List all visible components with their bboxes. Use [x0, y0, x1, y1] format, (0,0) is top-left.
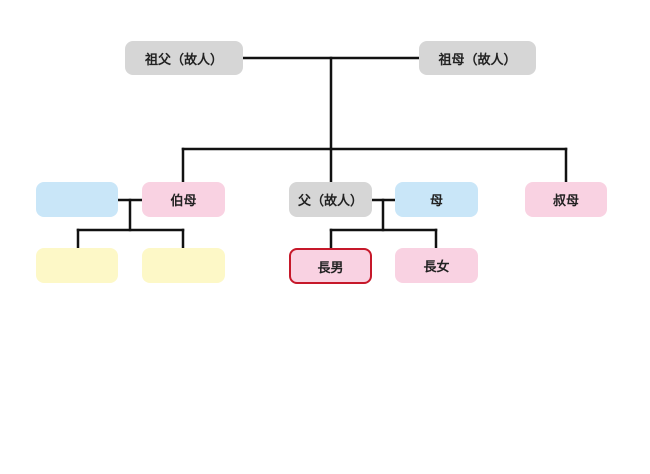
node-grandmother-label: 祖母（故人）	[438, 52, 517, 68]
node-father-label: 父（故人）	[297, 194, 363, 209]
node-aunt-younger-label: 叔母	[552, 194, 579, 209]
node-aunt-elder: 伯母	[142, 182, 225, 217]
node-mother: 母	[395, 182, 478, 217]
node-grandfather: 祖父（故人）	[125, 41, 243, 75]
node-cousin-2	[142, 248, 225, 283]
node-aunt-elder-label: 伯母	[170, 194, 197, 209]
node-eldest-daughter: 長女	[395, 248, 478, 283]
node-mother-label: 母	[429, 194, 443, 209]
node-eldest-son-label: 長男	[317, 260, 344, 276]
node-father: 父（故人）	[289, 182, 372, 217]
node-eldest-son: 長男	[289, 248, 372, 284]
node-grandfather-label: 祖父（故人）	[144, 52, 223, 68]
node-aunt-elder-partner	[36, 182, 118, 217]
node-grandmother: 祖母（故人）	[419, 41, 536, 75]
node-aunt-younger: 叔母	[525, 182, 607, 217]
node-cousin-1	[36, 248, 118, 283]
node-eldest-daughter-label: 長女	[423, 260, 450, 275]
